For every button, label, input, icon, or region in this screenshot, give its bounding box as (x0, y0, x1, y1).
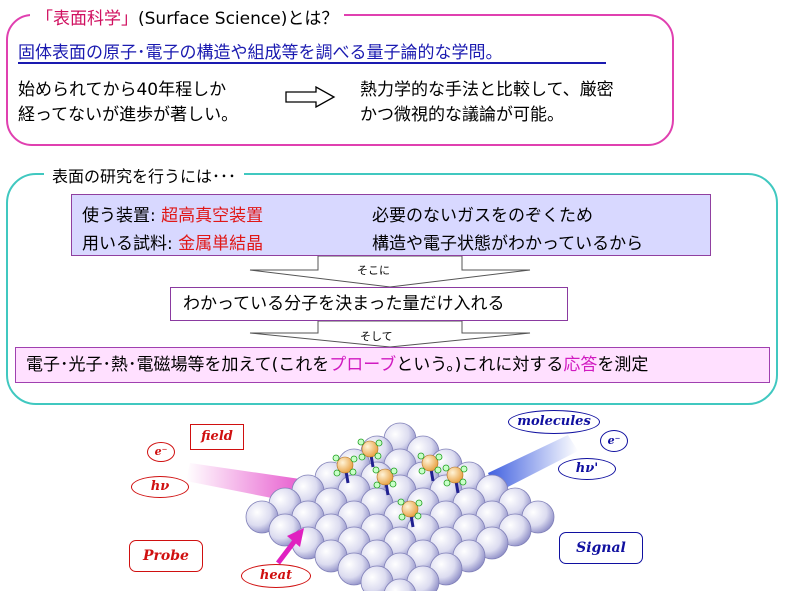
hydrogen-atom (333, 469, 341, 477)
field-label: field (190, 424, 244, 450)
equipment-label: 使う装置: 超高真空装置 (82, 206, 264, 226)
hydrogen-atom (374, 452, 382, 460)
equipment-sample-panel: 使う装置: 超高真空装置 必要のないガスをのぞくため 用いる試料: 金属単結晶 … (71, 194, 711, 256)
hydrogen-atom (372, 466, 380, 474)
adsorbed-molecule (401, 500, 419, 518)
research-method-title: 表面の研究を行うには･･･ (44, 163, 245, 187)
connector-label-2: そして (360, 330, 393, 343)
hydrogen-atom (390, 467, 398, 475)
definition-text: 固体表面の原子･電子の構造や組成等を調べる量子論的な学問。 (18, 43, 503, 63)
connector-label-1: そこに (357, 264, 390, 277)
electron-probe-label: e⁻ (147, 442, 175, 462)
hydrogen-atom (350, 455, 358, 463)
funnel-arrow-icon (249, 256, 531, 288)
hydrogen-atom (418, 467, 426, 475)
hydrogen-atom (397, 498, 405, 506)
adsorbed-molecule (446, 466, 464, 484)
hydrogen-atom (442, 464, 450, 472)
hydrogen-atom (332, 454, 340, 462)
hydrogen-atom (398, 513, 406, 521)
hydrogen-atom (415, 499, 423, 507)
surface-probe-illustration (186, 422, 578, 591)
surface-science-title: 「表面科学」(Surface Science)とは？ (30, 4, 345, 29)
heat-label: heat (241, 564, 311, 588)
photon-signal-label: hν' (558, 458, 616, 480)
adsorbed-molecule (336, 456, 354, 474)
molecules-label: molecules (508, 410, 600, 434)
adsorbed-molecule (361, 440, 379, 458)
hydrogen-atom (414, 512, 422, 520)
hydrogen-atom (443, 479, 451, 487)
probe-beam (186, 463, 300, 502)
outline-arrow-icon (285, 86, 336, 108)
sample-label: 用いる試料: 金属単結晶 (82, 234, 264, 254)
probe-label: Probe (129, 540, 203, 572)
probe-step-box: 電子･光子･熱･電磁場等を加えて(これをプローブという。)これに対する応答を測定 (15, 347, 770, 383)
hydrogen-atom (417, 452, 425, 460)
hydrogen-atom (375, 439, 383, 447)
funnel-arrow-icon-2 (249, 321, 531, 348)
molecule-step-box: わかっている分子を決まった量だけ入れる (170, 287, 568, 321)
crystal-surface (245, 422, 555, 591)
substrate-atom (384, 578, 416, 591)
signal-label: Signal (559, 532, 643, 564)
equipment-reason: 必要のないガスをのぞくため (372, 206, 593, 226)
hydrogen-atom (357, 438, 365, 446)
adsorbed-molecule (421, 454, 439, 472)
sample-reason: 構造や電子状態がわかっているから (372, 234, 644, 254)
hydrogen-atom (349, 468, 357, 476)
hydrogen-atom (358, 453, 366, 461)
electron-signal-label: e⁻ (600, 430, 628, 452)
signal-beam (488, 435, 578, 493)
hydrogen-atom (435, 453, 443, 461)
adsorbed-molecule (376, 468, 394, 486)
heat-arrow (276, 528, 304, 565)
hydrogen-atom (434, 466, 442, 474)
definition-underline (18, 62, 606, 64)
history-text: 始められてから40年程しか 経ってないが進歩が著しい。 (18, 80, 239, 125)
hydrogen-atom (459, 478, 467, 486)
research-method-box (6, 173, 778, 405)
photon-probe-label: hν (131, 476, 189, 498)
hydrogen-atom (373, 481, 381, 489)
comparison-text: 熱力学的な手法と比較して、厳密 かつ微視的な議論が可能。 (360, 80, 614, 125)
hydrogen-atom (389, 480, 397, 488)
hydrogen-atom (460, 465, 468, 473)
